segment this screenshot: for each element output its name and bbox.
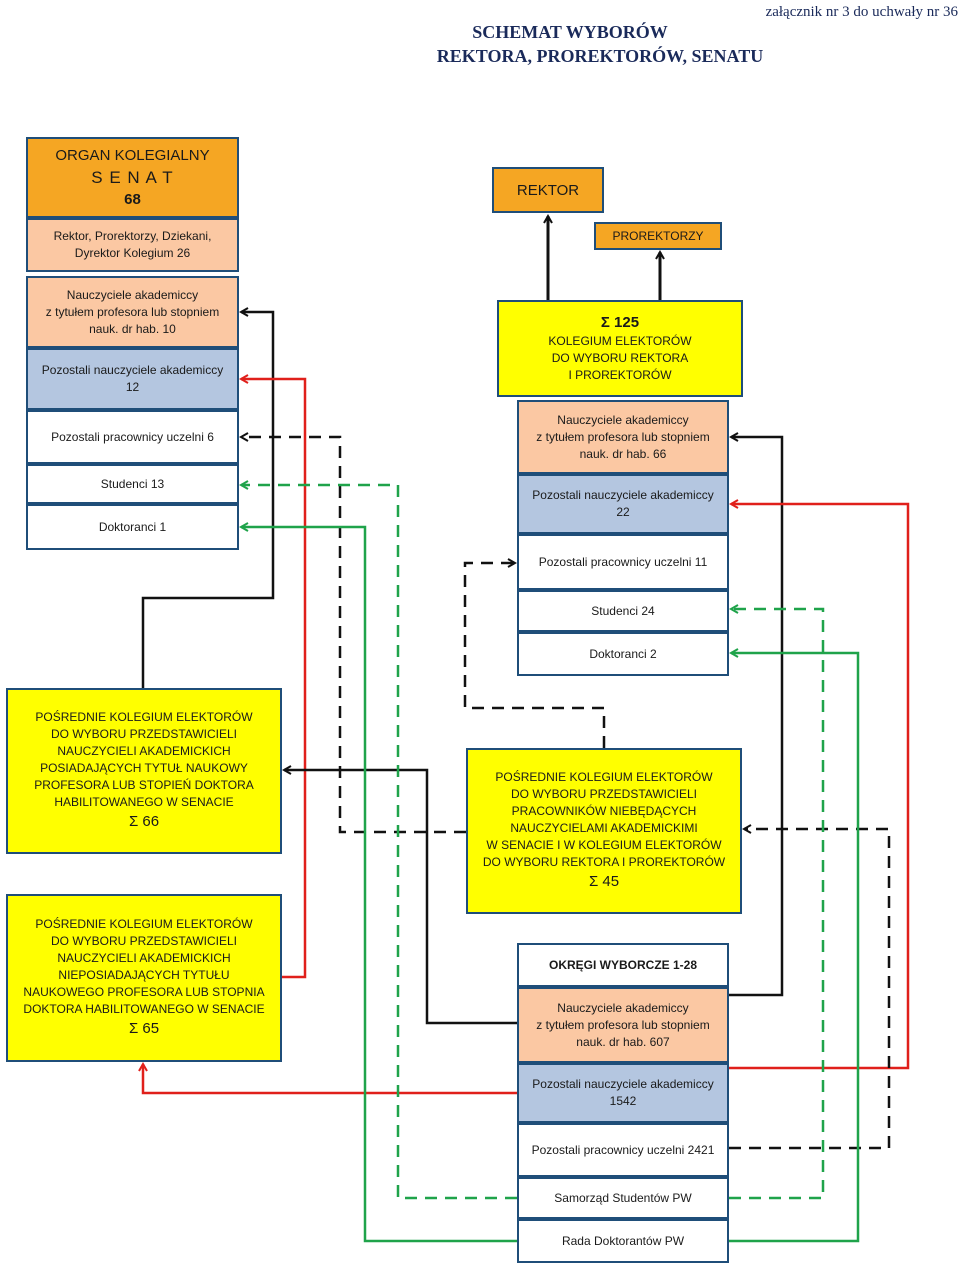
senate-row-other-staff-line1: Pozostali pracownicy uczelni 6 — [51, 429, 214, 444]
electors-college-header: Σ 125 KOLEGIUM ELEKTORÓW DO WYBORU REKTO… — [497, 300, 743, 397]
indirect-nonprof-line2: DO WYBORU PRZEDSTAWICIELI — [50, 934, 237, 948]
senate-header-line1: ORGAN KOLEGIALNY — [55, 146, 210, 164]
arrow-district-staff-to-indirect — [729, 829, 891, 1150]
indirect-staff-line5: W SENACIE I W KOLEGIUM ELEKTORÓW — [486, 838, 722, 852]
arrow-students-to-college — [729, 609, 825, 1200]
districts-header-label: OKRĘGI WYBORCZE 1-28 — [548, 957, 698, 972]
senate-row-students: Studenci 13 — [26, 464, 239, 504]
district-row-professors: Nauczyciele akademiccy z tytułem profeso… — [517, 987, 729, 1063]
rector-box: REKTOR — [492, 167, 604, 213]
district-row-professors-line2: z tytułem profesora lub stopniem — [536, 1017, 710, 1032]
senate-row-phd-students: Doktoranci 1 — [26, 504, 239, 550]
electors-college-line2: KOLEGIUM ELEKTORÓW — [548, 334, 692, 348]
indirect-nonprof-line3: NAUCZYCIELI AKADEMICKICH — [57, 951, 231, 965]
indirect-nonprof-sum: Σ 65 — [128, 1020, 160, 1037]
senate-row-other-academics-line1: Pozostali nauczyciele akademiccy — [41, 363, 224, 377]
district-row-other-academics-line2: 1542 — [609, 1094, 637, 1108]
senate-row-phd-students-line1: Doktoranci 1 — [98, 519, 167, 534]
page-subtitle: REKTORA, PROREKTORÓW, SENATU — [436, 46, 764, 66]
district-row-other-staff-line1: Pozostali pracownicy uczelni 2421 — [531, 1142, 715, 1157]
college-row-other-staff-line1: Pozostali pracownicy uczelni 11 — [538, 554, 708, 569]
indirect-college-professors: POŚREDNIE KOLEGIUM ELEKTORÓW DO WYBORU P… — [6, 688, 282, 854]
senate-row-other-staff: Pozostali pracownicy uczelni 6 — [26, 410, 239, 464]
college-row-professors-line3: nauk. dr hab. 66 — [579, 446, 667, 461]
college-row-phd-students: Doktoranci 2 — [517, 632, 729, 676]
senate-row-professors-line2: z tytułem profesora lub stopniem — [45, 304, 220, 319]
page-title: SCHEMAT WYBORÓW — [472, 22, 668, 42]
senate-header: ORGAN KOLEGIALNY S E N A T 68 — [26, 137, 239, 218]
college-row-professors-line1: Nauczyciele akademiccy — [557, 412, 689, 427]
attachment-note: załącznik nr 3 do uchwały nr 36 — [765, 4, 958, 20]
indirect-prof-line5: PROFESORA LUB STOPIEŃ DOKTORA — [34, 778, 254, 792]
college-row-phd-students-line1: Doktoranci 2 — [589, 646, 657, 661]
college-row-students-line1: Studenci 24 — [591, 603, 655, 618]
college-row-other-academics-line1: Pozostali nauczyciele akademiccy — [532, 488, 714, 502]
indirect-nonprof-line6: DOKTORA HABILITOWANEGO W SENACIE — [23, 1002, 265, 1016]
district-row-other-academics: Pozostali nauczyciele akademiccy 1542 — [517, 1063, 729, 1123]
district-row-professors-line1: Nauczyciele akademiccy — [557, 1000, 689, 1015]
indirect-prof-sum: Σ 66 — [128, 813, 160, 830]
arrow-district-academics-to-indirect — [143, 1064, 517, 1095]
arrow-phd-to-college — [729, 653, 860, 1243]
indirect-prof-line4: POSIADAJĄCYCH TYTUŁ NAUKOWY — [40, 761, 248, 775]
rector-label: REKTOR — [516, 181, 580, 199]
college-row-professors: Nauczyciele akademiccy z tytułem profeso… — [517, 400, 729, 474]
district-row-phd-council-line1: Rada Doktorantów PW — [561, 1233, 685, 1248]
senate-row-management-line1: Rektor, Prorektorzy, Dziekani, — [53, 229, 212, 243]
arrow-district-academics-to-college — [729, 504, 910, 1070]
college-row-other-academics: Pozostali nauczyciele akademiccy 22 — [517, 474, 729, 534]
college-row-students: Studenci 24 — [517, 590, 729, 632]
arrow-indirect-nonprof-to-senate — [241, 379, 307, 979]
indirect-nonprof-line5: NAUKOWEGO PROFESORA LUB STOPNIA — [23, 985, 265, 999]
indirect-staff-line1: POŚREDNIE KOLEGIUM ELEKTORÓW — [495, 770, 713, 784]
district-row-professors-line3: nauk. dr hab. 607 — [576, 1034, 670, 1049]
prorectors-label: PROREKTORZY — [612, 228, 704, 243]
district-row-phd-council: Rada Doktorantów PW — [517, 1219, 729, 1263]
indirect-nonprof-line4: NIEPOSIADAJĄCYCH TYTUŁU — [58, 968, 230, 982]
senate-row-management: Rektor, Prorektorzy, Dziekani, Dyrektor … — [26, 218, 239, 272]
indirect-college-staff: POŚREDNIE KOLEGIUM ELEKTORÓW DO WYBORU P… — [466, 748, 742, 914]
indirect-prof-line6: HABILITOWANEGO W SENACIE — [54, 795, 234, 809]
district-row-other-staff: Pozostali pracownicy uczelni 2421 — [517, 1123, 729, 1177]
indirect-college-non-professors: POŚREDNIE KOLEGIUM ELEKTORÓW DO WYBORU P… — [6, 894, 282, 1062]
indirect-prof-line3: NAUCZYCIELI AKADEMICKICH — [57, 744, 231, 758]
electors-college-line4: I PROREKTORÓW — [568, 368, 672, 382]
senate-row-professors-line3: nauk. dr hab. 10 — [89, 321, 176, 336]
senate-row-other-academics: Pozostali nauczyciele akademiccy 12 — [26, 348, 239, 410]
senate-row-professors: Nauczyciele akademiccy z tytułem profeso… — [26, 276, 239, 348]
senate-row-professors-line1: Nauczyciele akademiccy — [66, 287, 199, 302]
college-row-other-academics-line2: 22 — [616, 505, 630, 519]
districts-header: OKRĘGI WYBORCZE 1-28 — [517, 943, 729, 987]
indirect-staff-sum: Σ 45 — [588, 873, 620, 890]
indirect-staff-line3: PRACOWNIKÓW NIEBĘDĄCYCH — [511, 804, 697, 818]
indirect-staff-line4: NAUCZYCIELAMI AKADEMICKIMI — [510, 821, 698, 835]
district-row-other-academics-line1: Pozostali nauczyciele akademiccy — [532, 1077, 714, 1091]
college-row-professors-line2: z tytułem profesora lub stopniem — [536, 429, 710, 444]
district-row-student-government: Samorząd Studentów PW — [517, 1177, 729, 1219]
senate-header-count: 68 — [124, 190, 141, 208]
indirect-prof-line1: POŚREDNIE KOLEGIUM ELEKTORÓW — [35, 710, 253, 724]
senate-header-line2: S E N A T — [91, 167, 174, 187]
indirect-staff-line2: DO WYBORU PRZEDSTAWICIELI — [510, 787, 697, 801]
electors-college-line3: DO WYBORU REKTORA — [551, 351, 689, 365]
senate-row-students-line1: Studenci 13 — [100, 476, 165, 491]
district-row-student-government-line1: Samorząd Studentów PW — [554, 1190, 692, 1205]
indirect-staff-line6: DO WYBORU REKTORA I PROREKTORÓW — [482, 855, 726, 869]
indirect-prof-line2: DO WYBORU PRZEDSTAWICIELI — [50, 727, 237, 741]
senate-row-management-line2: Dyrektor Kolegium 26 — [74, 246, 191, 260]
indirect-nonprof-line1: POŚREDNIE KOLEGIUM ELEKTORÓW — [35, 917, 253, 931]
electors-college-sum: Σ 125 — [600, 314, 640, 331]
prorectors-box: PROREKTORZY — [594, 222, 722, 250]
senate-row-other-academics-line2: 12 — [125, 380, 140, 394]
college-row-other-staff: Pozostali pracownicy uczelni 11 — [517, 534, 729, 590]
